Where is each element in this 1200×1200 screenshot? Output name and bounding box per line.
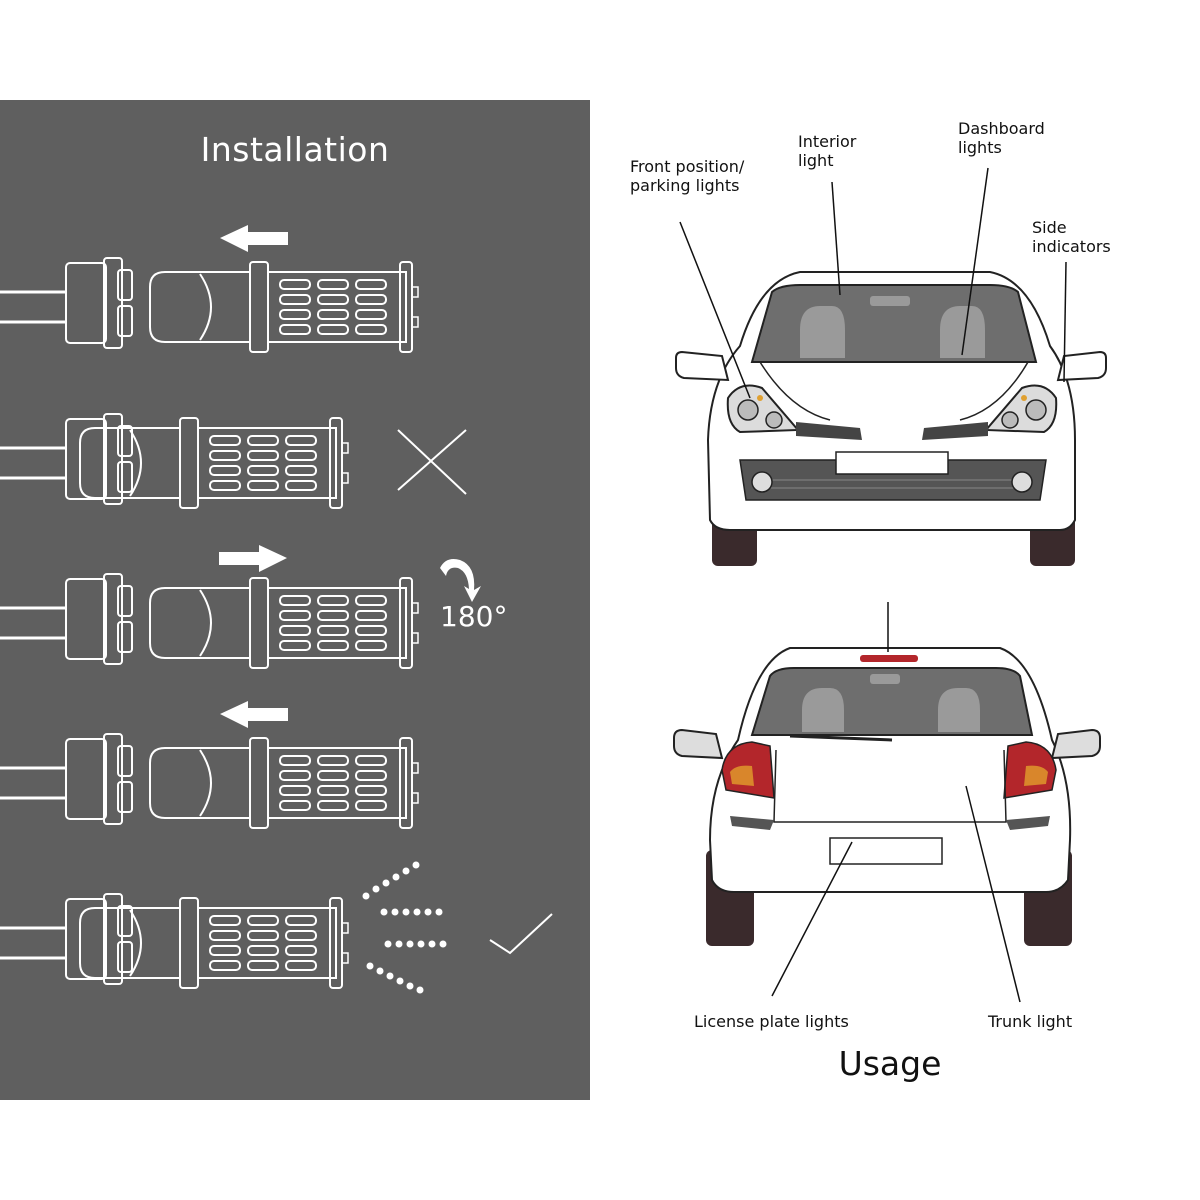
- install-step-3: [0, 545, 481, 669]
- callout-lines: [679, 167, 1067, 1003]
- label-side-indicators: Side indicators: [1032, 218, 1111, 256]
- label-license-plate-lights: License plate lights: [694, 1012, 849, 1031]
- check-mark-icon: [489, 913, 553, 955]
- usage-title: Usage: [838, 1044, 942, 1083]
- rotate-arrow-icon: [440, 559, 481, 602]
- label-trunk-light: Trunk light: [988, 1012, 1073, 1031]
- installation-panel: [0, 100, 590, 1100]
- install-step-5: [0, 861, 553, 994]
- label-front-position: Front position/ parking lights: [630, 157, 745, 195]
- third-brake-light: [860, 655, 918, 662]
- arrow-left-icon: [220, 225, 288, 252]
- label-interior-light: Interior light: [798, 132, 857, 170]
- wrong-cross-icon: [397, 429, 467, 495]
- rear-car-illustration: [673, 647, 1101, 946]
- light-rays-icon: [362, 861, 447, 994]
- front-car-illustration: [675, 271, 1107, 566]
- arrow-right-icon: [219, 545, 287, 572]
- install-step-4: [0, 701, 419, 829]
- rotate-180-label: 180°: [440, 600, 508, 633]
- installation-title: Installation: [200, 130, 390, 169]
- install-step-1: [0, 225, 419, 353]
- install-step-2: [0, 413, 467, 509]
- arrow-left-icon: [220, 701, 288, 728]
- label-dashboard-lights: Dashboard lights: [958, 119, 1045, 157]
